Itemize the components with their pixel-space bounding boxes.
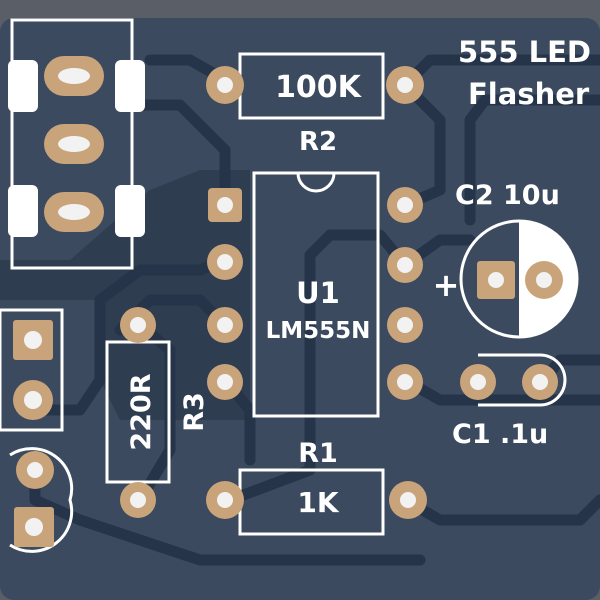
- capacitor-c2: C2 10u +: [433, 180, 579, 339]
- u1-pad-hole: [217, 374, 233, 390]
- u1-pad-hole: [397, 317, 413, 333]
- u1-notch: [296, 172, 336, 193]
- u1-outline: [252, 171, 380, 418]
- connector-tab: [8, 60, 38, 112]
- board-title-line2: Flasher: [468, 77, 590, 111]
- u1-ref: U1: [296, 276, 340, 310]
- u1-pad-hole: [217, 254, 233, 270]
- c2-pad-hole: [536, 272, 552, 288]
- r1-pad-hole: [217, 492, 233, 508]
- u1-pad-hole: [217, 317, 233, 333]
- c2-pad-hole: [488, 272, 504, 288]
- j2-pad-hole: [24, 331, 42, 349]
- ic-u1: U1 LM555N: [207, 171, 423, 418]
- header-j2: [0, 308, 64, 432]
- j2-outline: [0, 308, 64, 432]
- connector-tab: [115, 60, 145, 112]
- led-d1: [9, 447, 74, 553]
- c2-polarity: +: [433, 266, 460, 304]
- capacitor-c1: C1 .1u: [452, 353, 567, 450]
- u1-pad-hole: [397, 374, 413, 390]
- u1-pad-hole: [217, 197, 233, 213]
- c1-outline: [478, 353, 567, 407]
- resistor-r2: 100K R2: [206, 52, 424, 157]
- u1-value: LM555N: [266, 318, 371, 344]
- led-outline: [9, 447, 74, 553]
- connector-pad-hole: [58, 68, 90, 84]
- u1-pad-hole: [397, 257, 413, 273]
- r2-ref: R2: [299, 127, 337, 157]
- u1-pad-hole: [397, 197, 413, 213]
- r1-ref: R1: [298, 438, 338, 469]
- r3-value: 220R: [126, 373, 157, 450]
- copper-pour: [0, 170, 250, 420]
- connector-tab: [115, 185, 145, 237]
- r2-value: 100K: [275, 70, 363, 105]
- resistor-r1: R1 1K: [206, 438, 427, 536]
- j2-pad-hole: [24, 391, 42, 409]
- r2-pad-hole: [217, 77, 233, 93]
- r3-pad-hole: [130, 492, 146, 508]
- led-pad-hole: [25, 518, 43, 536]
- c1-pad-hole: [470, 374, 486, 390]
- connector-outline: [10, 18, 134, 270]
- connector-pad-hole: [58, 204, 90, 220]
- r2-pad-hole: [397, 77, 413, 93]
- led-pad-hole: [27, 462, 43, 478]
- resistor-r3: 220R R3: [105, 307, 210, 518]
- connector-pad-hole: [58, 136, 90, 152]
- connector-tab: [8, 185, 38, 237]
- power-connector: [8, 18, 145, 270]
- c1-pad-hole: [532, 374, 548, 390]
- r3-pad-hole: [130, 317, 146, 333]
- c2-label: C2 10u: [455, 180, 560, 211]
- board-title-line1: 555 LED: [458, 35, 591, 69]
- board-substrate: [0, 18, 600, 600]
- c1-label: C1 .1u: [452, 419, 548, 450]
- r1-pad-hole: [400, 492, 416, 508]
- r1-value: 1K: [297, 486, 339, 519]
- r3-ref: R3: [179, 392, 210, 432]
